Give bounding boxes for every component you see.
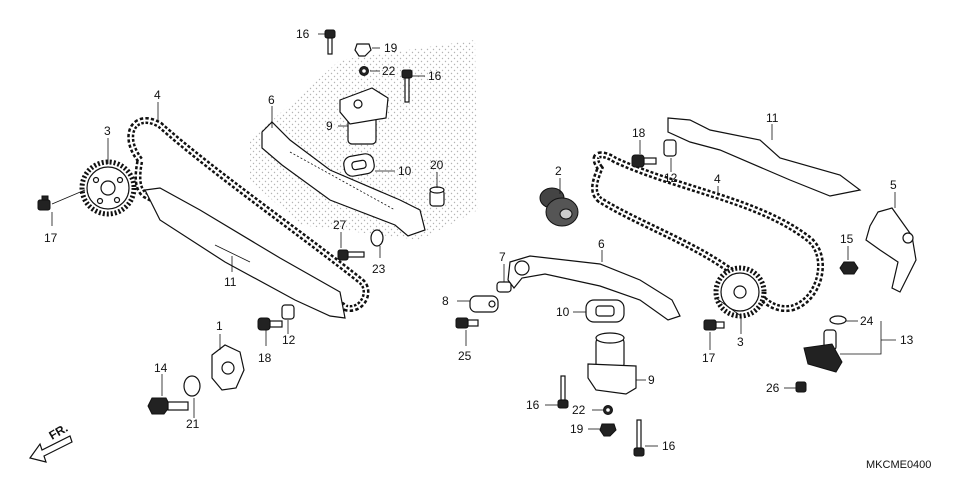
- plate-1-hole: [221, 361, 235, 375]
- callout-13: 13: [900, 333, 914, 347]
- callout-9: 9: [648, 373, 655, 387]
- bolt-18-rear: [257, 317, 283, 331]
- callout-3: 3: [104, 124, 111, 138]
- gasket-lower: [585, 299, 625, 323]
- bolt-lower-16a: [557, 375, 569, 409]
- callout-16: 16: [526, 398, 540, 412]
- callout-19: 19: [384, 41, 398, 55]
- callout-14: 14: [154, 361, 168, 375]
- callout-labels: 16 19 22 16 4 6 3 9 10 20 17 27 23 11 1 …: [44, 27, 914, 453]
- front-direction-arrow: [28, 435, 73, 463]
- drive-sprocket-2: [539, 187, 579, 227]
- callout-24: 24: [860, 314, 874, 328]
- bolt-18-front: [631, 154, 657, 168]
- leader-lines: [51, 33, 896, 447]
- tensioner-arm-upper: [261, 121, 426, 237]
- callout-17: 17: [44, 231, 58, 245]
- callout-6: 6: [268, 93, 275, 107]
- callout-18: 18: [258, 351, 272, 365]
- bolt-14: [147, 397, 189, 415]
- bracket-5-hole: [902, 232, 914, 244]
- bolt-upper-19: [354, 43, 372, 57]
- tensioner-arm-lower-pivot: [514, 260, 530, 276]
- bolt-lower-19: [599, 423, 617, 437]
- callout-4: 4: [714, 172, 721, 186]
- callout-2: 2: [555, 164, 562, 178]
- nut-15: [839, 261, 859, 275]
- tensioner-lifter-upper: [339, 87, 389, 145]
- callout-11: 11: [766, 111, 779, 125]
- callout-11: 11: [224, 275, 237, 289]
- sensor-13: [803, 329, 843, 373]
- sprocket-bolt-rear: [37, 195, 51, 211]
- callout-3: 3: [737, 335, 744, 349]
- collar-12-front: [663, 139, 677, 157]
- callout-16: 16: [662, 439, 676, 453]
- bolt-26: [795, 381, 807, 393]
- callout-1: 1: [216, 319, 223, 333]
- callout-23: 23: [372, 262, 386, 276]
- callout-17: 17: [702, 351, 716, 365]
- gasket-upper: [343, 153, 375, 177]
- bolt-27: [337, 249, 365, 261]
- callout-5: 5: [890, 178, 897, 192]
- callout-18: 18: [632, 126, 646, 140]
- washer-upper-22: [359, 66, 369, 76]
- washer-lower-22: [603, 405, 613, 415]
- washer-23: [370, 229, 384, 247]
- callout-26: 26: [766, 381, 780, 395]
- callout-22: 22: [382, 64, 396, 78]
- callout-25: 25: [458, 349, 472, 363]
- pin-7: [496, 281, 512, 293]
- guide-rail-rear: [214, 244, 251, 263]
- callout-21: 21: [186, 417, 200, 431]
- callout-9: 9: [326, 119, 333, 133]
- callout-8: 8: [442, 294, 449, 308]
- tensioner-lifter-lower: [587, 332, 637, 395]
- bolt-25: [455, 317, 479, 329]
- callout-15: 15: [840, 232, 854, 246]
- callout-19: 19: [570, 422, 584, 436]
- collar-12-rear: [281, 304, 295, 320]
- cam-chain-guide-rear: [144, 187, 346, 319]
- callout-27: 27: [333, 218, 347, 232]
- plate-8: [469, 295, 499, 313]
- bolt-upper-16b: [401, 69, 413, 103]
- o-ring-24: [829, 315, 847, 325]
- callout-10: 10: [556, 305, 570, 319]
- cam-sprocket-front: [713, 265, 767, 319]
- callout-4: 4: [154, 88, 161, 102]
- sprocket-bolt-front: [703, 319, 725, 331]
- callout-16: 16: [296, 27, 310, 41]
- washer-21: [183, 375, 201, 397]
- callout-20: 20: [430, 158, 444, 172]
- diagram-code: MKCME0400: [866, 459, 931, 471]
- callout-10: 10: [398, 164, 412, 178]
- callout-12: 12: [282, 333, 296, 347]
- cam-chain-front-inner: [593, 153, 822, 310]
- callout-7: 7: [499, 250, 506, 264]
- bolt-upper-16a: [324, 29, 336, 55]
- bolt-lower-16b: [633, 419, 645, 457]
- cam-chain-guide-front: [667, 117, 862, 197]
- cam-sprocket-rear: [79, 159, 137, 217]
- tensioner-arm-lower: [507, 255, 681, 321]
- bracket-5: [865, 207, 917, 293]
- callout-16: 16: [428, 69, 442, 83]
- collar-20: [429, 186, 445, 207]
- callout-6: 6: [598, 237, 605, 251]
- callout-22: 22: [572, 403, 586, 417]
- callout-12: 12: [664, 171, 678, 185]
